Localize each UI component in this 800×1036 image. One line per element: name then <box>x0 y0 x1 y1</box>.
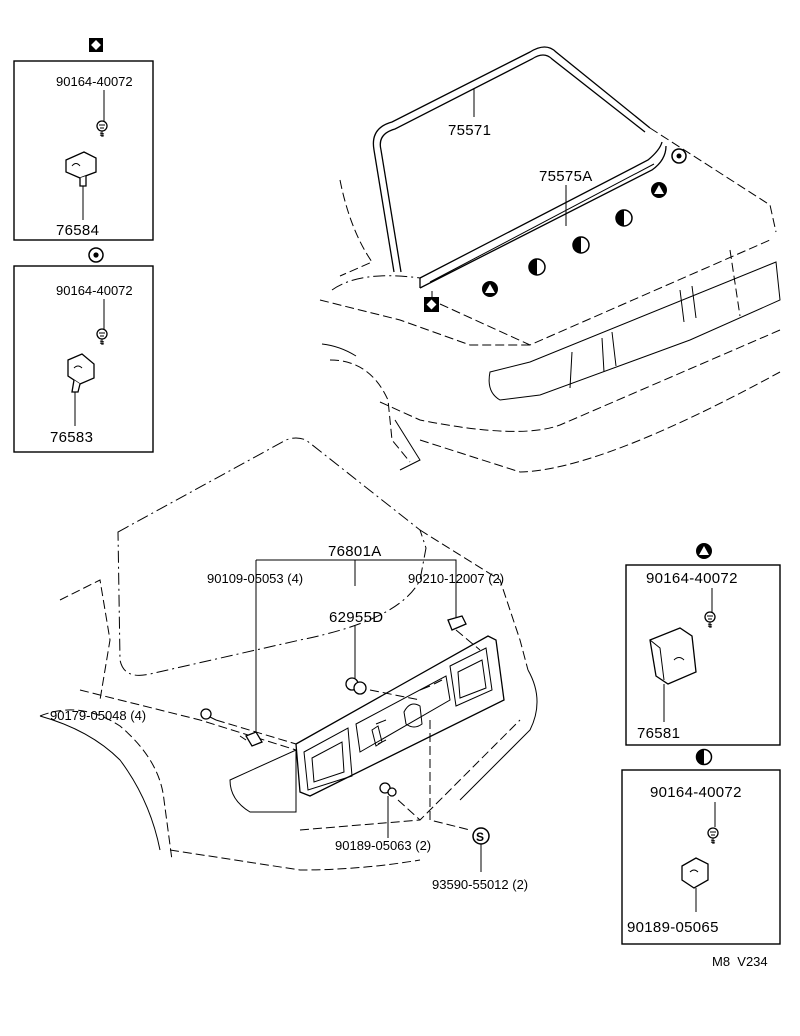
screw-icon <box>239 731 263 747</box>
diamond-symbol-icon <box>89 38 103 52</box>
half-circle-marker-icon <box>572 236 590 254</box>
rear-garnish-panel <box>295 635 505 797</box>
screw-part-number: 90164-40072 <box>650 784 742 801</box>
lower-car-view: 76801A 90109-05053 (4) 90210-12007 (2) 6… <box>39 437 538 892</box>
part-number-90179-05048: 90179-05048 (4) <box>50 708 146 723</box>
circle-dot-symbol-icon <box>88 247 104 263</box>
part-number-76581: 76581 <box>637 725 680 742</box>
screw-icon <box>704 611 716 629</box>
screw-part-number: 90164-40072 <box>56 74 133 89</box>
clip-s-symbol-icon: S <box>472 827 490 845</box>
screw-icon <box>96 328 108 346</box>
triangle-marker-icon <box>651 182 667 198</box>
svg-text:S: S <box>476 830 484 844</box>
part-number-90189-05065: 90189-05065 <box>627 919 719 936</box>
part-number-93590-55012: 93590-55012 (2) <box>432 877 528 892</box>
triangle-marker-icon <box>482 281 498 297</box>
nut-icon <box>447 615 467 631</box>
half-circle-marker-icon <box>528 258 546 276</box>
screw-part-number: 90164-40072 <box>56 283 133 298</box>
retainer-part-icon <box>67 353 95 393</box>
screw-icon <box>200 708 217 721</box>
inset-circle-dot: 90164-40072 76583 <box>13 247 154 453</box>
diagram-code: M8 V234 <box>712 954 768 969</box>
part-number-62955D: 62955D <box>329 609 383 626</box>
inset-half-circle: 90164-40072 90189-05065 <box>621 748 781 945</box>
upper-car-view: 75571 75575A <box>319 46 781 473</box>
screw-icon <box>707 827 719 845</box>
part-number-90210-12007: 90210-12007 (2) <box>408 571 504 586</box>
retainer-part-icon <box>649 627 697 685</box>
part-number-90189-05063: 90189-05063 (2) <box>335 838 431 853</box>
circle-dot-marker-icon <box>671 148 687 164</box>
screw-part-number: 90164-40072 <box>646 570 738 587</box>
triangle-symbol-icon <box>696 543 712 559</box>
part-number-76584: 76584 <box>56 222 99 239</box>
inset-diamond: 90164-40072 76584 <box>13 38 154 241</box>
half-circle-symbol-icon <box>695 748 713 766</box>
part-number-76801A: 76801A <box>328 543 382 560</box>
screw-icon <box>96 120 108 138</box>
part-number-76583: 76583 <box>50 429 93 446</box>
retainer-part-icon <box>681 857 709 889</box>
half-circle-marker-icon <box>615 209 633 227</box>
emblem-clip-icon <box>345 677 367 695</box>
retainer-part-icon <box>65 151 97 187</box>
screw-icon <box>379 782 397 797</box>
diamond-marker-icon <box>424 297 439 312</box>
inset-triangle: 90164-40072 76581 <box>625 543 781 746</box>
part-number-75575A: 75575A <box>539 168 593 185</box>
part-number-75571: 75571 <box>448 122 491 139</box>
part-number-90109-05053: 90109-05053 (4) <box>207 571 303 586</box>
